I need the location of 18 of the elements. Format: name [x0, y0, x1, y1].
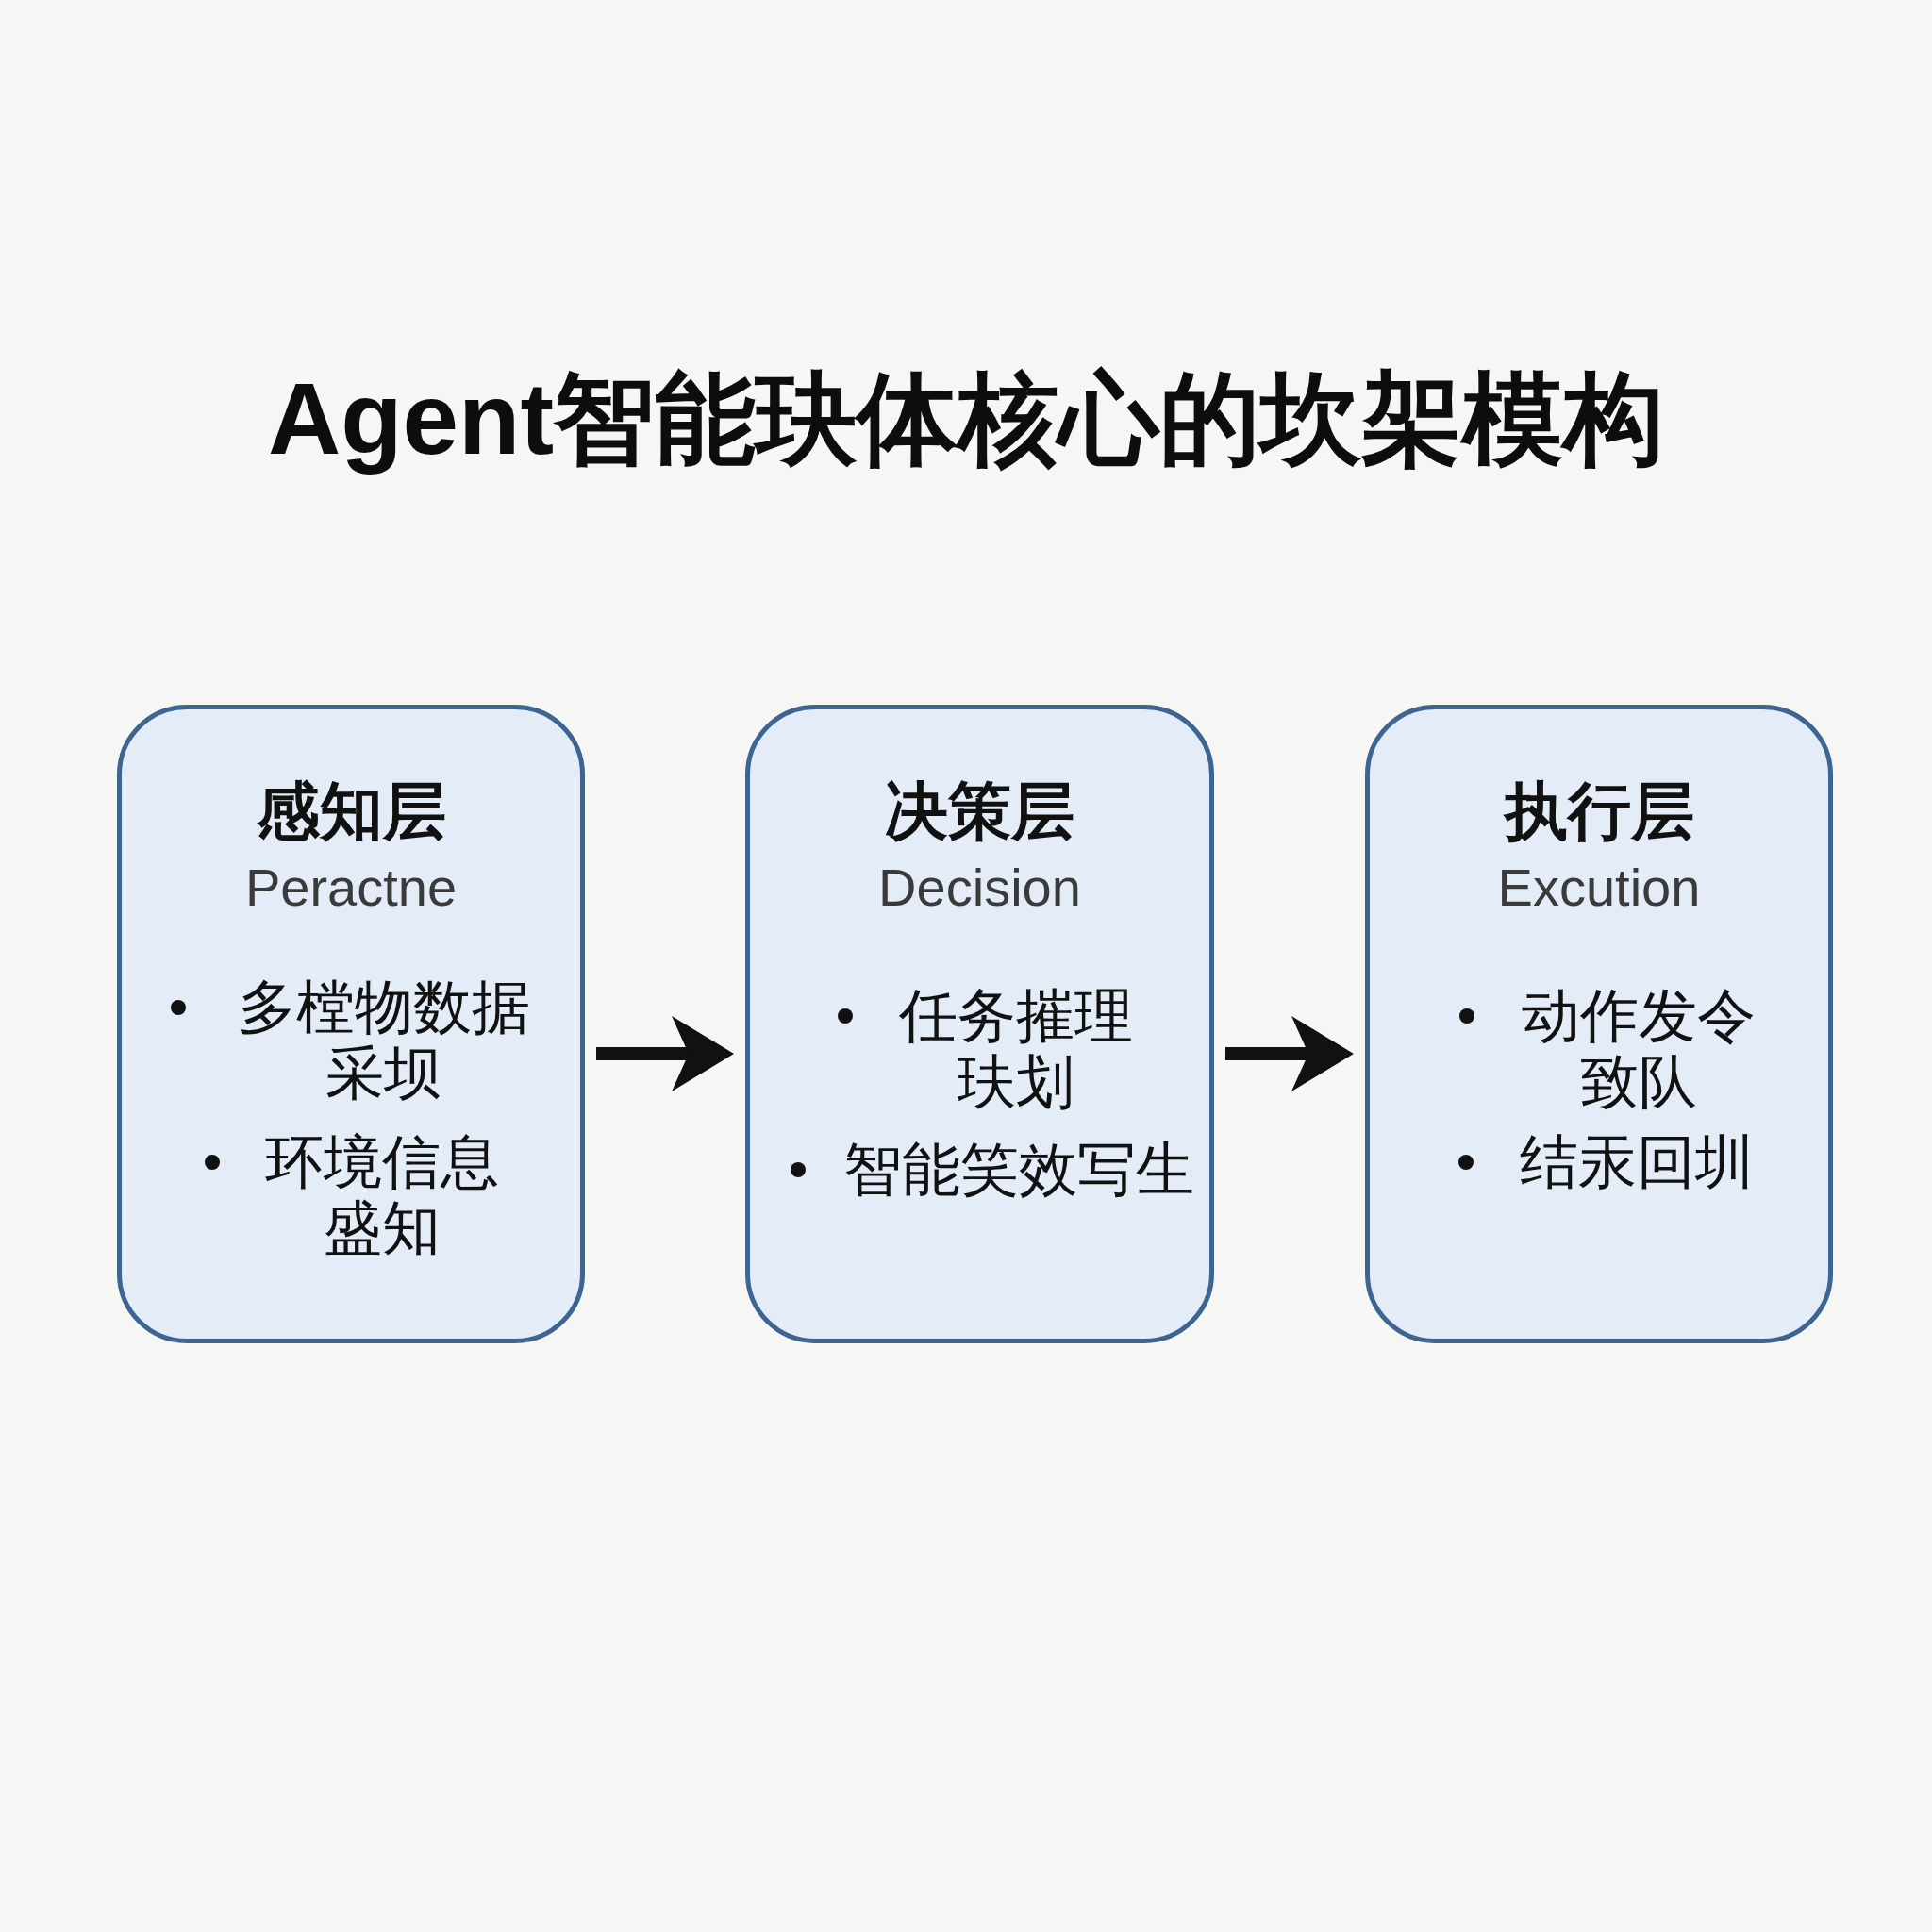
bullet-text: 环境信息盛知 [264, 1129, 500, 1261]
bullet-text: 动作发令致队 [1521, 983, 1757, 1115]
layer-heading: 决策层 [885, 774, 1074, 848]
arrow [596, 1016, 734, 1091]
bullet-text: 智能笑效写生 [842, 1137, 1195, 1203]
bullet-text: 多樘物数据采坝 [237, 974, 531, 1107]
arrow [1225, 1016, 1354, 1091]
layer-box [1365, 705, 1833, 1343]
layer-heading: 感知层 [256, 774, 446, 848]
layer-subtitle: Decision [878, 857, 1081, 919]
layer-heading: 执行层 [1504, 774, 1694, 848]
bullet-text: 任务摧理玞划 [898, 983, 1134, 1115]
layer-subtitle: Peractne [244, 857, 458, 919]
layer-box [117, 705, 585, 1343]
layer-box [745, 705, 1214, 1343]
layer-subtitle: Excution [1497, 857, 1701, 919]
bullet-text: 结汞回圳 [1519, 1129, 1755, 1195]
diagram-title: Agent智能玦体核心的坎架模构 [267, 361, 1665, 477]
